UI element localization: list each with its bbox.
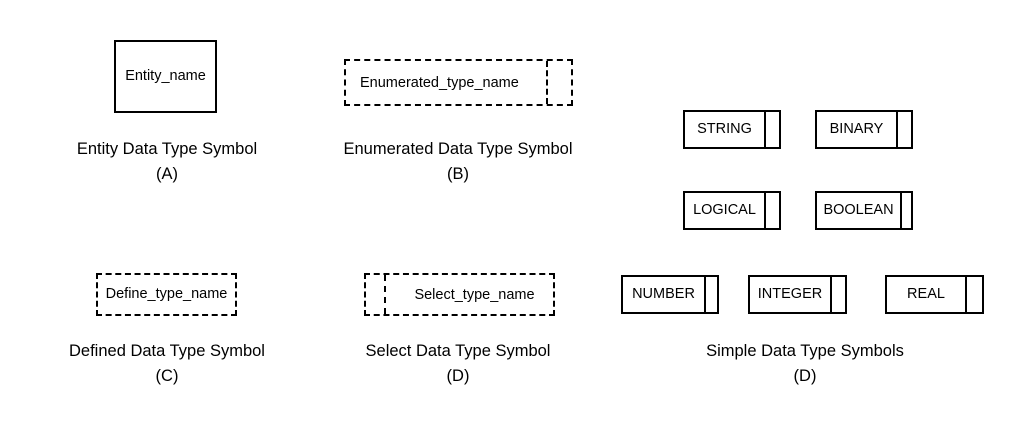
select-caption-text: Select Data Type Symbol (365, 342, 551, 360)
simple-type-symbol-boolean: BOOLEAN (815, 191, 913, 230)
simple-type-divider-integer (830, 277, 832, 312)
simple-type-label-string: STRING (697, 121, 752, 138)
defined-data-type-symbol-box: Define_type_name (96, 273, 237, 316)
enumerated-caption-text: Enumerated Data Type Symbol (343, 140, 573, 158)
select-data-type-symbol-label: Select_type_name (414, 286, 535, 303)
simple-group-caption-letter: (D) (793, 367, 817, 385)
simple-type-divider-boolean (900, 193, 902, 228)
defined-caption-text: Defined Data Type Symbol (69, 342, 265, 360)
simple-type-symbol-logical: LOGICAL (683, 191, 781, 230)
simple-data-type-symbols-caption: Simple Data Type Symbols (D) (655, 339, 955, 389)
select-data-type-symbol-caption: Select Data Type Symbol (D) (311, 339, 605, 389)
enumerated-caption-letter: (B) (447, 165, 469, 183)
simple-type-symbol-real: REAL (885, 275, 984, 314)
simple-type-divider-binary (896, 112, 898, 147)
enumerated-symbol-right-divider (546, 61, 548, 104)
select-symbol-left-divider (384, 275, 386, 314)
simple-type-symbol-number: NUMBER (621, 275, 719, 314)
defined-caption-letter: (C) (155, 367, 179, 385)
simple-type-label-boolean: BOOLEAN (823, 202, 894, 219)
simple-type-label-real: REAL (907, 286, 945, 303)
enumerated-data-type-symbol-box: Enumerated_type_name (344, 59, 573, 106)
simple-type-label-integer: INTEGER (757, 286, 823, 303)
simple-type-label-logical: LOGICAL (693, 202, 756, 219)
defined-data-type-symbol-caption: Defined Data Type Symbol (C) (20, 339, 314, 389)
simple-type-label-binary: BINARY (829, 121, 884, 138)
simple-type-symbol-integer: INTEGER (748, 275, 847, 314)
simple-type-divider-real (965, 277, 967, 312)
simple-type-symbol-string: STRING (683, 110, 781, 149)
enumerated-data-type-symbol-caption: Enumerated Data Type Symbol (B) (311, 137, 605, 187)
simple-type-divider-number (704, 277, 706, 312)
defined-data-type-symbol-label: Define_type_name (105, 286, 228, 303)
simple-type-symbol-binary: BINARY (815, 110, 913, 149)
entity-data-type-symbol-caption: Entity Data Type Symbol (A) (20, 137, 314, 187)
entity-caption-letter: (A) (156, 165, 178, 183)
select-caption-letter: (D) (446, 367, 470, 385)
entity-data-type-symbol-box: Entity_name (114, 40, 217, 113)
simple-type-divider-string (764, 112, 766, 147)
entity-data-type-symbol-label: Entity_name (125, 68, 206, 85)
enumerated-data-type-symbol-label: Enumerated_type_name (360, 74, 519, 91)
select-data-type-symbol-box: Select_type_name (364, 273, 555, 316)
entity-caption-text: Entity Data Type Symbol (76, 140, 258, 158)
simple-type-label-number: NUMBER (632, 286, 695, 303)
simple-group-caption-text: Simple Data Type Symbols (706, 342, 904, 360)
simple-type-divider-logical (764, 193, 766, 228)
